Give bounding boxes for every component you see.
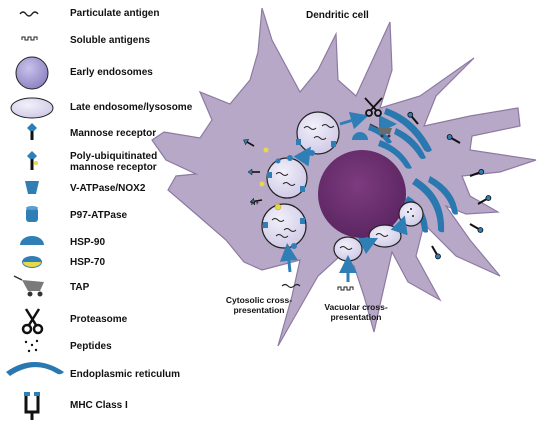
diagram-title: Dendritic cell [306, 10, 369, 21]
hsp70-icon [22, 256, 42, 268]
legend-label-v-atpase: V-ATPase/NOX2 [70, 183, 146, 194]
mannose-receptors-membrane [243, 139, 263, 205]
hsp90-icon [20, 236, 44, 245]
legend-icons [6, 11, 64, 420]
legend-label-hsp90: HSP-90 [70, 237, 106, 248]
early-endosome-icon [15, 56, 49, 90]
p97-atpase-icon [26, 206, 38, 222]
caption-cytosolic: Cytosolic cross-presentation [225, 295, 293, 315]
soluble-antigen-cell [337, 286, 354, 291]
legend-label-mhc-class-i: MHC Class I [70, 400, 128, 411]
peptides-icon [24, 339, 39, 353]
early-endosome-lower [261, 203, 307, 249]
v-atpase-icon [25, 181, 39, 194]
hsp70-yellow-dot-1 [263, 147, 269, 153]
legend-label-tap: TAP [70, 282, 90, 293]
legend-label-peptides: Peptides [70, 341, 112, 352]
vacuolar-endosome-left [333, 236, 363, 262]
mhc-class-i-surface [407, 111, 492, 260]
early-endosome-middle [266, 155, 308, 199]
mannose-receptor-icon [27, 123, 37, 140]
hsp90-in-cell [352, 132, 368, 140]
vacuolar-endosome-right [398, 201, 424, 227]
hsp70-yellow-dot-2 [259, 181, 265, 187]
legend-label-soluble-antigens: Soluble antigens [70, 35, 151, 46]
tap-icon [13, 275, 44, 297]
vacuolar-endosome-middle [368, 224, 402, 248]
particulate-antigen-cell [281, 283, 301, 289]
legend-label-p97-atpase: P97-ATPase [70, 210, 128, 221]
proteasome-in-cell-icon [364, 97, 383, 117]
pathway-arrows [279, 111, 408, 282]
mhc-class-i-icon [24, 392, 40, 420]
endoplasmic-reticulum-icon [6, 362, 64, 376]
legend-label-early-endosomes: Early endosomes [70, 67, 153, 78]
legend-label-particulate-antigen: Particulate antigen [70, 8, 160, 19]
legend-label-endoplasmic-reticulum: Endoplasmic reticulum [70, 369, 181, 380]
nucleus [318, 150, 406, 238]
legend-label-poly-ubiquitinated: Poly-ubiquitinated mannose receptor [70, 151, 158, 173]
proton-label: H+ [251, 201, 259, 207]
legend-label-late-endosome: Late endosome/lysosome [70, 102, 193, 113]
particulate-antigen-icon [19, 11, 39, 17]
late-endosome-icon [10, 97, 54, 119]
proteasome-icon [21, 308, 44, 335]
legend-label-proteasome: Proteasome [70, 314, 128, 325]
soluble-antigens-icon [21, 36, 38, 41]
legend-label-hsp70: HSP-70 [70, 257, 106, 268]
caption-vacuolar: Vacuolar cross-presentation [324, 302, 388, 322]
early-endosome-top [296, 111, 340, 156]
poly-ubiquitinated-receptor-icon [27, 151, 38, 170]
legend-label-mannose-receptor: Mannose receptor [70, 128, 157, 139]
tap-in-cell-icon [369, 123, 392, 138]
